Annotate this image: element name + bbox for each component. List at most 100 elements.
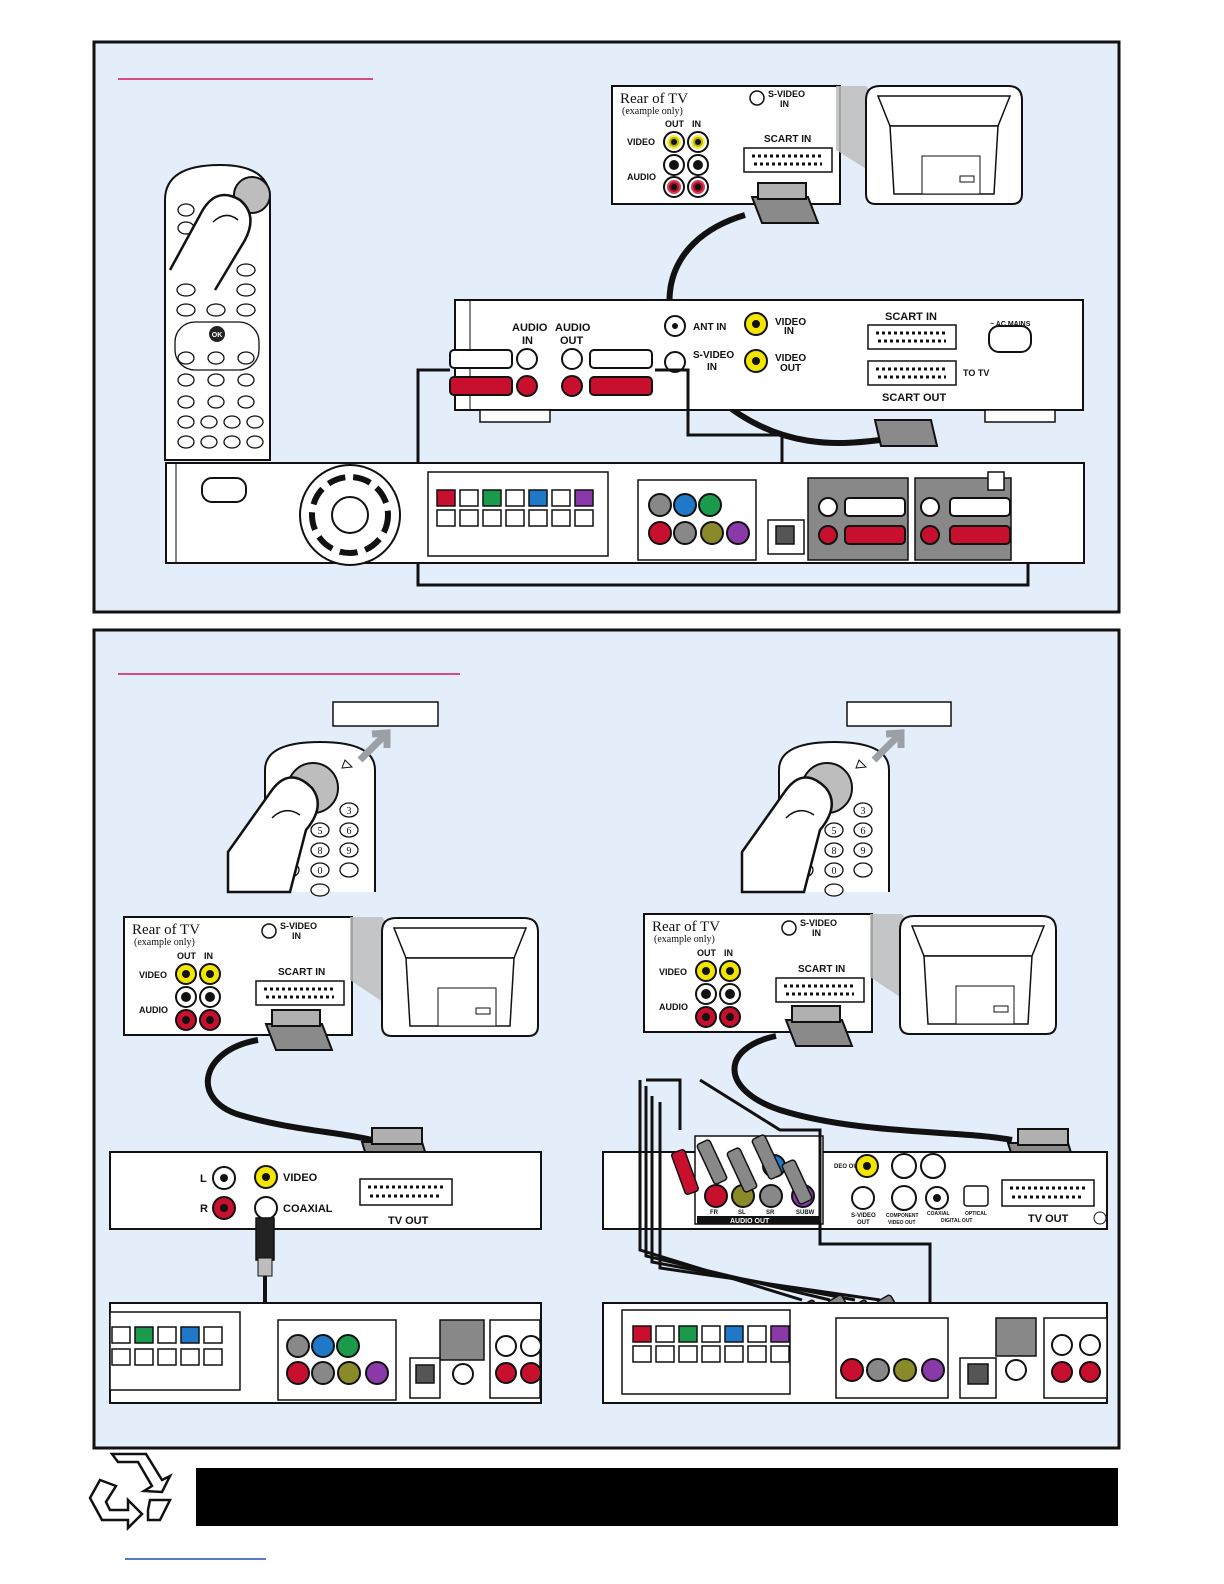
svg-text:OK: OK [212,332,223,339]
svg-text:AUDIO: AUDIO [139,1005,168,1015]
svg-text:(example only): (example only) [654,934,715,945]
svg-text:9: 9 [861,846,866,857]
svg-text:L: L [200,1173,207,1185]
svg-text:IN: IN [692,119,701,129]
tv-crt-1 [865,85,1023,205]
svg-text:AUDIO: AUDIO [659,1002,688,1012]
svg-text:5: 5 [832,826,837,837]
svg-text:3: 3 [347,806,352,817]
svg-text:TV OUT: TV OUT [1028,1213,1069,1225]
svg-text:S-VIDEO: S-VIDEO [693,350,734,361]
recycle-icon [88,1452,173,1532]
svg-text:VIDEO: VIDEO [139,970,167,980]
svg-text:SR: SR [766,1210,775,1216]
tv-crt-3 [899,915,1057,1035]
svg-text:8: 8 [832,846,837,857]
svg-text:S-VIDEO: S-VIDEO [280,921,317,931]
svg-text:DIGITAL OUT: DIGITAL OUT [941,1218,972,1224]
multichannel-cables [638,1078,932,1310]
svg-text:COMPONENT: COMPONENT [886,1213,919,1219]
svg-text:SUBW: SUBW [796,1210,815,1216]
svg-text:DEO OUT: DEO OUT [834,1164,862,1170]
svg-text:IN: IN [292,931,301,941]
vcr-scart-in [867,324,957,350]
svg-text:OUT: OUT [560,335,584,347]
svg-text:S-VIDEO: S-VIDEO [768,89,805,99]
svg-text:COAXIAL: COAXIAL [283,1203,333,1215]
svg-text:SCART IN: SCART IN [885,311,937,323]
svg-text:IN: IN [522,335,533,347]
svg-text:VIDEO: VIDEO [627,137,655,147]
tv-rear-title: Rear of TV [620,91,688,107]
remote-control-3: 3 5 6 8 9 0 [740,729,905,897]
svideo-in-jack [664,351,686,373]
tv-rear-panel-1: Rear of TV (example only) S-VIDEO IN OUT… [611,85,841,205]
svg-text:TO TV: TO TV [963,368,989,378]
svg-text:6: 6 [347,826,352,837]
receiver-rear-panel-2 [109,1302,542,1404]
svg-text:S-VIDEO: S-VIDEO [851,1213,876,1219]
tv-crt-2 [381,917,539,1037]
svg-text:Rear of TV: Rear of TV [132,922,200,938]
svg-text:IN: IN [784,326,794,337]
label-box-right [846,701,952,727]
svg-text:~ AC MAINS: ~ AC MAINS [990,321,1031,328]
svg-text:9: 9 [347,846,352,857]
svg-text:3: 3 [861,806,866,817]
svg-text:8: 8 [318,846,323,857]
remote-control-1: OK [164,163,271,461]
svg-text:6: 6 [861,826,866,837]
svg-text:5: 5 [318,826,323,837]
svg-text:SCART IN: SCART IN [798,964,845,975]
svg-text:SCART IN: SCART IN [278,967,325,978]
svg-text:IN: IN [812,928,821,938]
svg-text:Rear of TV: Rear of TV [652,919,720,935]
svg-text:COAXIAL: COAXIAL [927,1211,950,1217]
svg-text:IN: IN [204,951,213,961]
svg-text:VIDEO OUT: VIDEO OUT [888,1220,916,1226]
svg-text:AUDIO OUT: AUDIO OUT [730,1218,770,1225]
svg-text:OUT: OUT [780,363,801,374]
receiver-rear-panel-1 [165,462,1085,566]
svg-text:IN: IN [780,99,789,109]
svg-text:OPTICAL: OPTICAL [965,1211,987,1217]
rca-plugs-vcr [449,349,653,396]
svg-text:AUDIO: AUDIO [555,322,591,334]
svg-text:VIDEO: VIDEO [775,353,806,364]
ac-mains-socket [988,325,1032,353]
svg-text:SCART OUT: SCART OUT [882,392,946,404]
svg-text:S-VIDEO: S-VIDEO [800,918,837,928]
vcr-scart-out [867,360,957,386]
receiver-rear-panel-3 [602,1302,1108,1404]
svg-text:R: R [200,1203,208,1215]
player-rear-left: L R VIDEO COAXIAL TV OUT [109,1151,542,1230]
svg-text:SL: SL [738,1210,746,1216]
svg-text:VIDEO: VIDEO [283,1172,318,1184]
rca-plugs-receiver [818,497,1011,545]
svg-text:VIDEO: VIDEO [659,967,687,977]
svg-text:OUT: OUT [857,1220,870,1226]
svideo-icon [781,920,797,936]
svg-text:OUT: OUT [697,948,717,958]
svideo-icon [749,90,765,106]
svg-text:0: 0 [318,866,323,877]
svg-text:VIDEO: VIDEO [775,317,806,328]
svg-text:(example only): (example only) [134,937,195,948]
svg-text:OUT: OUT [665,119,685,129]
remote-control-2: 3 5 6 8 9 0 [226,729,391,897]
tv-rear-subtitle: (example only) [622,106,683,117]
footer-bar [196,1468,1118,1526]
svg-text:AUDIO: AUDIO [512,322,548,334]
svg-text:TV OUT: TV OUT [388,1215,429,1227]
svg-text:0: 0 [832,866,837,877]
svg-text:AUDIO: AUDIO [627,172,656,182]
svg-text:ANT IN: ANT IN [693,322,726,333]
svideo-icon [261,923,277,939]
svg-text:SCART IN: SCART IN [764,134,811,145]
svg-text:OUT: OUT [177,951,197,961]
svg-text:IN: IN [724,948,733,958]
vcr-rear-panel: AUDIO IN AUDIO OUT ANT IN S-VIDEO IN VID… [454,299,1084,423]
svg-text:IN: IN [707,362,717,373]
label-box-left [332,701,439,727]
